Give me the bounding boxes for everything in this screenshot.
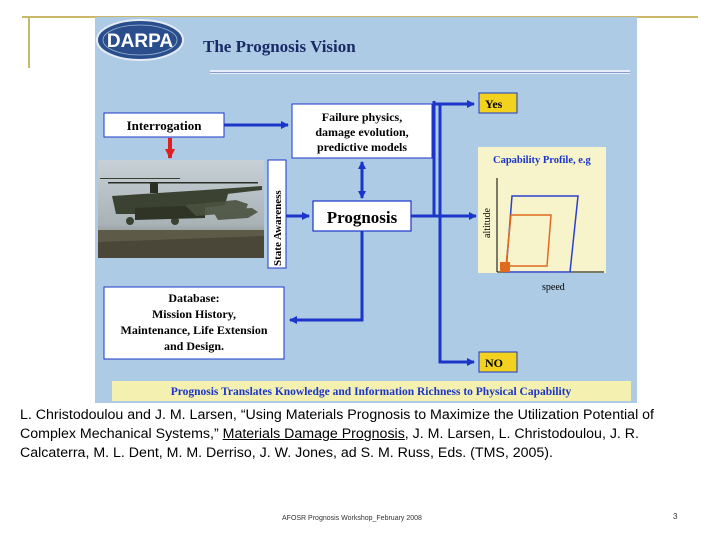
- state-awareness-label: State Awareness: [272, 190, 284, 266]
- citation-caption: L. Christodoulou and J. M. Larsen, “Usin…: [20, 406, 700, 463]
- failure-line-2: damage evolution,: [315, 125, 408, 139]
- banner-text: Prognosis Translates Knowledge and Infor…: [171, 386, 572, 398]
- database-line-3: Maintenance, Life Extension: [121, 323, 268, 337]
- darpa-logo-text: DARPA: [107, 31, 173, 52]
- footer-text: AFOSR Prognosis Workshop_February 2008: [282, 515, 422, 522]
- slide-title: The Prognosis Vision: [203, 37, 356, 56]
- database-line-1: Database:: [168, 291, 219, 305]
- prognosis-label: Prognosis: [327, 208, 398, 227]
- failure-line-1: Failure physics,: [322, 110, 402, 124]
- caption-journal: Materials Damage Prognosis: [223, 426, 405, 442]
- failure-line-3: predictive models: [317, 140, 407, 154]
- yes-label: Yes: [485, 97, 503, 111]
- axis-x-label: speed: [542, 282, 565, 293]
- no-label: NO: [485, 356, 503, 370]
- darpa-logo: DARPA: [97, 20, 183, 60]
- helicopter-photo: [98, 160, 264, 258]
- page-number: 3: [673, 512, 677, 521]
- database-line-2: Mission History,: [152, 307, 236, 321]
- interrogation-label: Interrogation: [127, 118, 203, 133]
- database-line-4: and Design.: [164, 339, 224, 353]
- operating-point-marker: [500, 262, 510, 272]
- capability-title: Capability Profile, e.g: [493, 155, 592, 166]
- axis-y-label: altitude: [482, 207, 493, 238]
